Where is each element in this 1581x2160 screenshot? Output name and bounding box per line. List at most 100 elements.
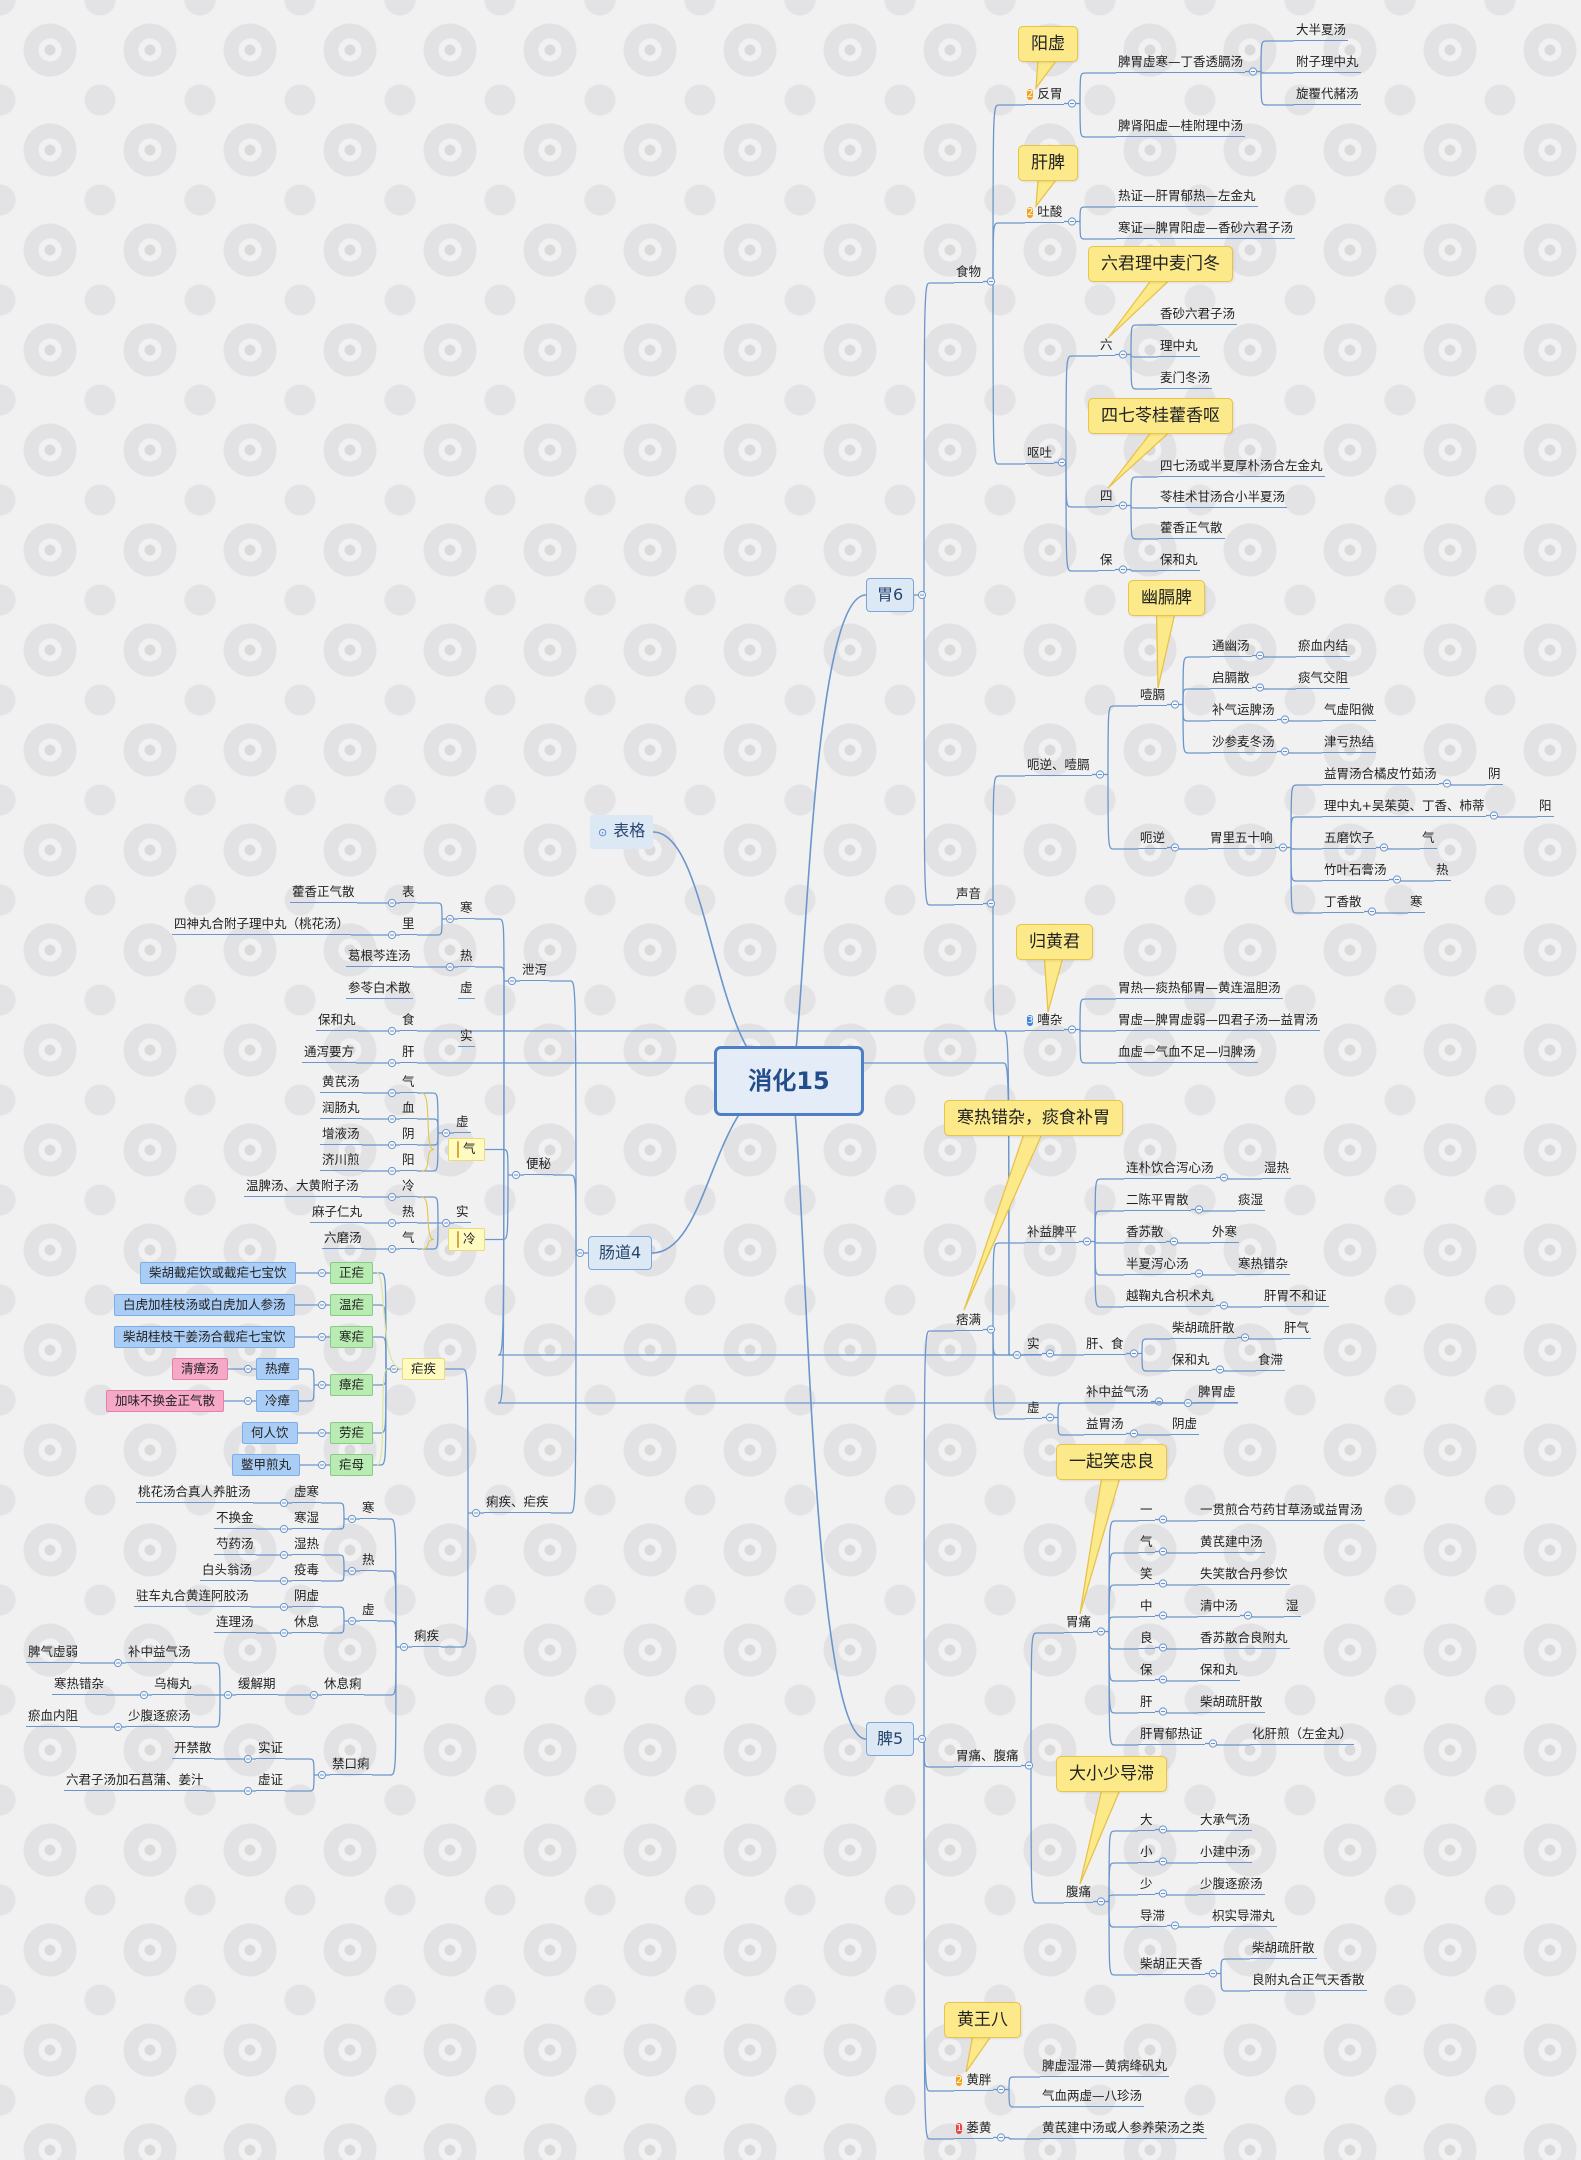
node-r1r[interactable]: 热 — [458, 946, 475, 967]
node-bs2r[interactable]: 热 — [400, 1202, 417, 1223]
node-liji-nueji[interactable]: 痢疾、疟疾 — [484, 1492, 551, 1513]
node-bs3r[interactable]: 气 — [400, 1228, 417, 1249]
node-n6[interactable]: 疟母 — [330, 1454, 374, 1476]
node-hj1r[interactable]: 补中益气汤 — [126, 1642, 193, 1663]
callout-hanre[interactable]: 寒热错杂，痰食补胃 — [944, 1100, 1123, 1136]
node-lr[interactable]: 热 — [360, 1550, 377, 1571]
table-link[interactable]: ⊙表格 — [590, 815, 654, 849]
node-xu[interactable]: 虚 — [1025, 1398, 1042, 1419]
node-lh2[interactable]: 不换金 — [214, 1508, 256, 1529]
node-bx3r[interactable]: 阴 — [400, 1124, 417, 1145]
node-huanjie[interactable]: 缓解期 — [236, 1674, 278, 1695]
node-x2r[interactable]: 阴虚 — [1170, 1414, 1200, 1435]
node-gs1r[interactable]: 肝气 — [1282, 1318, 1312, 1339]
node-han[interactable]: 寒 — [458, 898, 475, 919]
node-x1r[interactable]: 脾胃虚 — [1196, 1382, 1238, 1403]
node-s2r[interactable]: 肝 — [400, 1042, 417, 1063]
node-x1[interactable]: 补中益气汤 — [1084, 1382, 1151, 1403]
node-h2r[interactable]: 里 — [400, 914, 417, 935]
node-h1[interactable]: 藿香正气散 — [290, 882, 357, 903]
node-en4[interactable]: 竹叶石膏汤 — [1322, 860, 1389, 881]
callout-daxiao[interactable]: 大小少导滞 — [1056, 1756, 1167, 1792]
node-wh1[interactable]: 黄芪建中汤或人参养荣汤之类 — [1040, 2118, 1207, 2139]
node-bao1[interactable]: 保和丸 — [1158, 550, 1200, 571]
node-bx4r[interactable]: 阳 — [400, 1150, 417, 1171]
branch-stomach[interactable]: 胃6 — [866, 578, 915, 612]
node-buyi[interactable]: 补益脾平 — [1025, 1222, 1080, 1243]
node-weitong[interactable]: 胃痛 — [1064, 1612, 1094, 1633]
node-lh1[interactable]: 桃花汤合真人养脏汤 — [136, 1482, 253, 1503]
node-bx2r[interactable]: 血 — [400, 1098, 417, 1119]
node-fw1c[interactable]: 旋覆代赭汤 — [1294, 84, 1361, 105]
node-gs2[interactable]: 保和丸 — [1170, 1350, 1212, 1371]
node-b3r[interactable]: 外寒 — [1210, 1222, 1240, 1243]
node-jk2r[interactable]: 六君子汤加石菖蒲、姜汁 — [64, 1770, 206, 1791]
node-bianbi[interactable]: 便秘 — [524, 1154, 554, 1175]
node-n2r[interactable]: 白虎加桂枝汤或白虎加人参汤 — [114, 1294, 295, 1316]
node-h1r[interactable]: 表 — [400, 882, 417, 903]
node-futong[interactable]: 腹痛 — [1064, 1882, 1094, 1903]
node-cz1[interactable]: 胃热—痰热郁胃—黄连温胆汤 — [1116, 978, 1283, 999]
node-wt3[interactable]: 笑 — [1138, 1564, 1155, 1585]
node-hj3r[interactable]: 少腹逐瘀汤 — [126, 1706, 193, 1727]
node-gs2r[interactable]: 食滞 — [1256, 1350, 1286, 1371]
node-liu3[interactable]: 麦门冬汤 — [1158, 368, 1213, 389]
node-n3[interactable]: 寒疟 — [330, 1326, 374, 1348]
node-si3[interactable]: 藿香正气散 — [1158, 518, 1225, 539]
node-enile[interactable]: 呃逆 — [1138, 828, 1168, 849]
node-b5r[interactable]: 肝胃不和证 — [1262, 1286, 1329, 1307]
node-hj3[interactable]: 瘀血内阻 — [26, 1706, 81, 1727]
node-n6r[interactable]: 鳖甲煎丸 — [232, 1454, 301, 1476]
node-bs3[interactable]: 六磨汤 — [322, 1228, 364, 1249]
node-b3[interactable]: 香苏散 — [1124, 1222, 1166, 1243]
node-n5r[interactable]: 何人饮 — [242, 1422, 298, 1444]
node-lx2[interactable]: 连理汤 — [214, 1612, 256, 1633]
node-wt6[interactable]: 保 — [1138, 1660, 1155, 1681]
node-b2[interactable]: 二陈平胃散 — [1124, 1190, 1191, 1211]
node-lr2r[interactable]: 疫毒 — [292, 1560, 322, 1581]
node-ft4r[interactable]: 枳实导滞丸 — [1210, 1906, 1277, 1927]
node-eni[interactable]: 呃逆、噎膈 — [1025, 755, 1092, 776]
node-lh[interactable]: 寒 — [360, 1498, 377, 1519]
node-yg2[interactable]: 启膈散 — [1210, 668, 1252, 689]
node-en5[interactable]: 丁香散 — [1322, 892, 1364, 913]
node-fw1[interactable]: 脾胃虚寒—丁香透膈汤 — [1116, 52, 1246, 73]
node-xiexie[interactable]: 泄泻 — [520, 960, 550, 981]
node-ft1r[interactable]: 大承气汤 — [1198, 1810, 1253, 1831]
node-bx4[interactable]: 济川煎 — [320, 1150, 362, 1171]
node-weili[interactable]: 胃里五十响 — [1208, 828, 1275, 849]
node-wt4rr[interactable]: 湿 — [1284, 1596, 1301, 1617]
node-wt2r[interactable]: 黄芪建中汤 — [1198, 1532, 1265, 1553]
node-si2[interactable]: 苓桂术甘汤合小半夏汤 — [1158, 487, 1288, 508]
node-bs1r[interactable]: 冷 — [400, 1176, 417, 1197]
node-jk1[interactable]: 实证 — [256, 1738, 286, 1759]
node-liu[interactable]: 六 — [1098, 335, 1115, 356]
node-n4b[interactable]: 冷瘴 — [256, 1390, 300, 1412]
node-lh2r[interactable]: 寒湿 — [292, 1508, 322, 1529]
node-en2r[interactable]: 阳 — [1537, 796, 1554, 817]
node-n1r[interactable]: 柴胡截疟饮或截疟七宝饮 — [140, 1262, 296, 1284]
node-en2[interactable]: 理中丸+吴茱萸、丁香、柿蒂 — [1322, 796, 1487, 817]
node-bx1r[interactable]: 气 — [400, 1072, 417, 1093]
node-ganshi[interactable]: 肝、食 — [1084, 1334, 1126, 1355]
node-x1[interactable]: 参苓白术散 — [346, 978, 413, 999]
node-wt5[interactable]: 良 — [1138, 1628, 1155, 1649]
node-b4[interactable]: 半夏泻心汤 — [1124, 1254, 1191, 1275]
node-b4r[interactable]: 寒热错杂 — [1236, 1254, 1291, 1275]
node-yg3r[interactable]: 气虚阳微 — [1322, 700, 1377, 721]
node-en1[interactable]: 益胃汤合橘皮竹茹汤 — [1322, 764, 1439, 785]
node-lr2[interactable]: 白头翁汤 — [200, 1560, 255, 1581]
node-hp2[interactable]: 气血两虚—八珍汤 — [1040, 2086, 1145, 2107]
node-liu2[interactable]: 理中丸 — [1158, 336, 1200, 357]
node-yg4[interactable]: 沙参麦冬汤 — [1210, 732, 1277, 753]
node-s1[interactable]: 保和丸 — [316, 1010, 358, 1031]
node-cz2[interactable]: 胃虚—脾胃虚弱—四君子汤—益胃汤 — [1116, 1010, 1321, 1031]
node-ft3[interactable]: 少 — [1138, 1874, 1155, 1895]
callout-yiqi[interactable]: 一起笑忠良 — [1056, 1444, 1167, 1480]
node-wt4[interactable]: 中 — [1138, 1596, 1155, 1617]
node-n5[interactable]: 劳疟 — [330, 1422, 374, 1444]
node-wt1[interactable]: 一 — [1138, 1500, 1155, 1521]
